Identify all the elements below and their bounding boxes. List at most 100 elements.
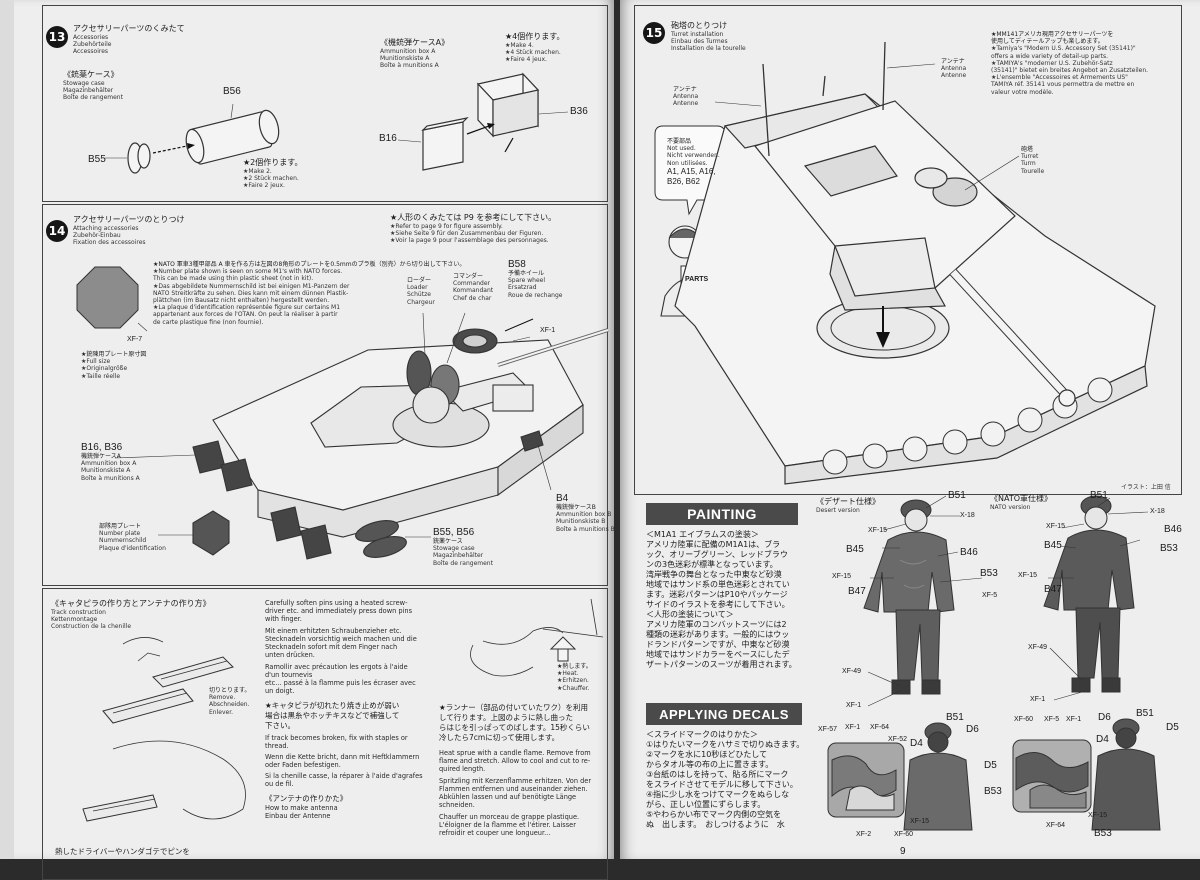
turret-installation-drawing xyxy=(654,41,1156,485)
remove-note: 切りとります。 Remove. Abschneiden. Enlever. xyxy=(209,687,251,716)
track-construction-drawing xyxy=(82,598,604,822)
paint-code-xf1: XF-1 xyxy=(540,327,556,334)
number-plate-callout: 部隊用プレート Number plate Nummernschild Plaqu… xyxy=(99,523,166,552)
decal-xf57: XF-57 xyxy=(818,726,838,733)
commander-caption: コマンダー Commander Kommandant Chef de char xyxy=(453,273,494,302)
track-antenna-panel: 《キャタピラの作り方とアンテナの作り方》 Track construction … xyxy=(42,588,608,880)
label-x18-desert: X-18 xyxy=(960,512,975,519)
label-xf49-desert: XF-49 xyxy=(842,668,862,675)
figure-painting-drawing xyxy=(827,495,1161,831)
stowage-case-drawing xyxy=(105,72,569,174)
decal-d5-desert: D5 xyxy=(984,760,997,771)
parts-sign: PARTS xyxy=(685,276,709,283)
step-15-panel: 15 砲塔のとりつけ Turret installation Einbau de… xyxy=(634,5,1182,495)
decal-d4-desert: D4 xyxy=(910,738,923,749)
antenna-left-caption: アンテナ Antenna Antenne xyxy=(673,86,699,108)
make-4-note: ★4個作ります。 ★Make 4. ★4 Stück machen. ★Fair… xyxy=(505,32,565,64)
label-b53-desert: B53 xyxy=(980,568,998,579)
right-page: 15 砲塔のとりつけ Turret installation Einbau de… xyxy=(620,0,1200,859)
part-label-b55: B55 xyxy=(88,154,106,165)
ammo-box-a-caption: 《機銃弾ケースA》 Ammunition box A Munitionskist… xyxy=(380,38,450,70)
step-title: アクセサリーパーツのとりつけ Attaching accessories Zub… xyxy=(73,215,185,247)
heat-note: ★熱します。 ★Heat. ★Erhitzen. ★Chauffer. xyxy=(557,663,592,692)
paint-code-xf7: XF-7 xyxy=(127,336,143,343)
step-14-panel: 14 アクセサリーパーツのとりつけ Attaching accessories … xyxy=(42,204,615,586)
decal-b53-nato: B53 xyxy=(1094,828,1112,839)
decal-xf15-nato: XF-15 xyxy=(1088,812,1108,819)
page-number: 9 xyxy=(900,846,906,857)
decal-xf64-nato: XF-64 xyxy=(1046,822,1066,829)
label-b46-desert: B46 xyxy=(960,547,978,558)
decal-d6-nato: D6 xyxy=(1098,712,1111,723)
label-b45-desert: B45 xyxy=(846,544,864,555)
step-number: 13 xyxy=(46,26,68,48)
illustrator-credit: イラスト：上田 信 xyxy=(1121,484,1171,491)
step-number: 15 xyxy=(643,22,665,44)
tank-hull-accessories-drawing xyxy=(114,312,609,560)
label-b46-nato: B46 xyxy=(1164,524,1182,535)
decal-xf60: XF-60 xyxy=(894,831,914,838)
label-x18-nato: X-18 xyxy=(1150,508,1165,515)
make-2-note: ★2個作ります。 ★Make 2. ★2 Stück machen. ★Fair… xyxy=(243,158,303,190)
label-xf5-desert: XF-5 xyxy=(982,592,998,599)
step-title: アクセサリーパーツのくみたて Accessories Zubehörteile … xyxy=(73,24,185,56)
accessory-set-note: ★MM141アメリカ現用アクセサリーパーツを 使用してディテールアップも楽しめま… xyxy=(991,31,1149,96)
part-label-b56: B56 xyxy=(223,86,241,97)
loader-caption: ローダー Loader Schütze Chargeur xyxy=(407,277,435,306)
track-title: 《キャタピラの作り方とアンテナの作り方》 Track construction … xyxy=(51,599,211,631)
decal-xf64: XF-64 xyxy=(870,724,890,731)
painting-header: PAINTING xyxy=(646,503,798,525)
not-used-parts-bubble: 不要部品 Not used. Nicht verwenden. Non util… xyxy=(667,138,720,186)
decal-xf2: XF-2 xyxy=(856,831,872,838)
label-xf15-desert: XF-15 xyxy=(868,527,888,534)
antenna-right-caption: アンテナ Antenna Antenne xyxy=(941,58,967,80)
label-xf15-nato: XF-15 xyxy=(1046,523,1066,530)
step-13-panel: 13 アクセサリーパーツのくみたて Accessories Zubehörtei… xyxy=(42,5,608,202)
decal-b51-desert: B51 xyxy=(946,712,964,723)
label-b47-nato: B47 xyxy=(1044,584,1062,595)
label-b51-nato: B51 xyxy=(1090,490,1108,501)
label-b51-desert: B51 xyxy=(948,490,966,501)
label-xf1-desert: XF-1 xyxy=(846,702,862,709)
decals-header: APPLYING DECALS xyxy=(646,703,802,725)
octagon-plate-fullsize xyxy=(76,266,148,332)
left-page: 13 アクセサリーパーツのくみたて Accessories Zubehörtei… xyxy=(14,0,615,880)
stowage-case-callout: B55, B56 銃薬ケース Stowage case Magazinbehäl… xyxy=(433,527,493,567)
desert-version-caption: 《デザート仕様》 Desert version xyxy=(816,497,880,514)
full-size-caption: ★銃陳用プレート原寸図 ★Full size ★Originalgröße ★T… xyxy=(81,351,147,380)
previous-page-edge xyxy=(0,0,14,859)
decal-d4-nato: D4 xyxy=(1096,734,1109,745)
nato-plate-note: ★NATO 軍車3種甲部品 A 車を作る方は左図の8角形のプレートを0.5mmの… xyxy=(153,261,466,326)
label-xf15-desert-2: XF-15 xyxy=(832,573,852,580)
decal-d5-nato: D5 xyxy=(1166,722,1179,733)
heat-pins-instructions: Carefully soften pins using a heated scr… xyxy=(265,599,423,820)
ammo-box-b-callout: B4 機銃弾ケースB Ammunition box B Munitionskis… xyxy=(556,493,615,533)
label-xf15-nato-2: XF-15 xyxy=(1018,572,1038,579)
decal-xf60-nato: XF-60 xyxy=(1014,716,1034,723)
nato-version-caption: 《NATO軍仕様》 NATO version xyxy=(990,494,1053,511)
step-number: 14 xyxy=(46,220,68,242)
decal-xf5-nato: XF-5 xyxy=(1044,716,1060,723)
painting-notes: ＜M1A1 エイブラムスの塗装＞ アメリカ陸軍に配備のM1A1は、ブラ ック、オ… xyxy=(646,530,797,669)
label-xf1-nato: XF-1 xyxy=(1030,696,1046,703)
decal-xf1-nato: XF-1 xyxy=(1066,716,1082,723)
label-xf49-nato: XF-49 xyxy=(1028,644,1048,651)
label-b47-desert: B47 xyxy=(848,586,866,597)
turret-caption: 砲塔 Turret Turm Tourelle xyxy=(1021,146,1045,175)
step-title: 砲塔のとりつけ Turret installation Einbau des T… xyxy=(671,21,746,53)
label-b45-nato: B45 xyxy=(1044,540,1062,551)
decal-d6-desert: D6 xyxy=(966,724,979,735)
sprue-antenna-instructions: ★ランナー（部品の付いていたワク）を利用 して行ります。上図のように熱し曲った … xyxy=(439,703,592,837)
stowage-case-caption: 《銃薬ケース》 Stowage case Magazinbehälter Boî… xyxy=(63,70,123,102)
part-label-b16: B16 xyxy=(379,133,397,144)
decal-xf15: XF-15 xyxy=(910,818,930,825)
decal-xf1: XF-1 xyxy=(845,724,861,731)
decal-b53-desert: B53 xyxy=(984,786,1002,797)
part-label-b36: B36 xyxy=(570,106,588,117)
ammo-box-a-callout: B16, B36 機銃弾ケースA Ammunition box A Muniti… xyxy=(81,442,140,482)
decal-notes: ＜スライドマークのはりかた＞ ①はりたいマークをハサミで切りぬきます。 ②マーク… xyxy=(646,730,805,829)
spare-wheel-caption: B58 予備ホイール Spare wheel Ersatzrad Roue de… xyxy=(508,259,563,299)
decal-b51-nato: B51 xyxy=(1136,708,1154,719)
decal-xf52: XF-52 xyxy=(888,736,908,743)
label-b53-nato: B53 xyxy=(1160,543,1178,554)
